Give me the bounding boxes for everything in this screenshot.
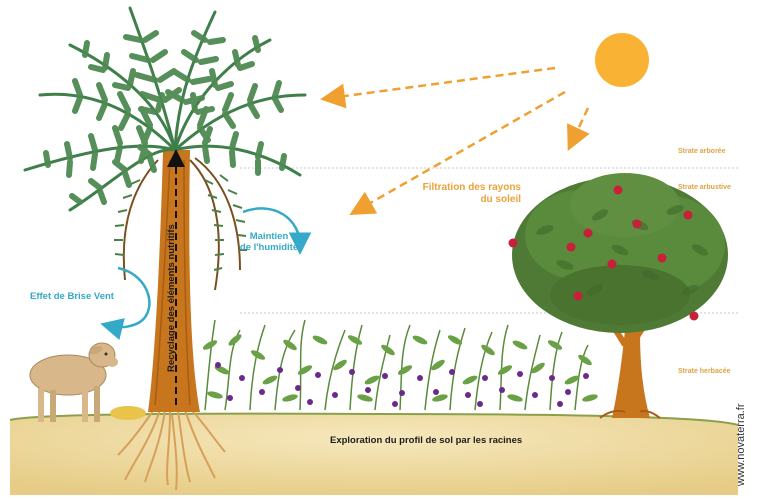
- label-humidity: Maintien de l'humidité: [232, 232, 306, 254]
- hay-pile: [110, 406, 146, 420]
- sun-ray-arrow: [330, 68, 555, 98]
- label-strata-shrub: Strate arbustive: [678, 184, 731, 192]
- fruit-tree: [509, 173, 729, 418]
- label-filtration: Filtration des rayons du soleil: [405, 182, 521, 205]
- sheep: [30, 343, 118, 422]
- label-nutrient-recycling: Recyclage des éléments nutritifs: [166, 224, 177, 372]
- label-strata-tree: Strate arborée: [678, 148, 725, 156]
- sun: [595, 33, 649, 87]
- label-windbreak: Effet de Brise Vent: [30, 292, 142, 303]
- label-root-exploration: Exploration du profil de sol par les rac…: [330, 436, 540, 447]
- credit-url: www.novaterra.fr: [735, 403, 747, 486]
- label-strata-herb: Strate herbacée: [678, 368, 731, 376]
- herbaceous-plants: [202, 320, 599, 410]
- sun-ray-arrow: [572, 108, 588, 142]
